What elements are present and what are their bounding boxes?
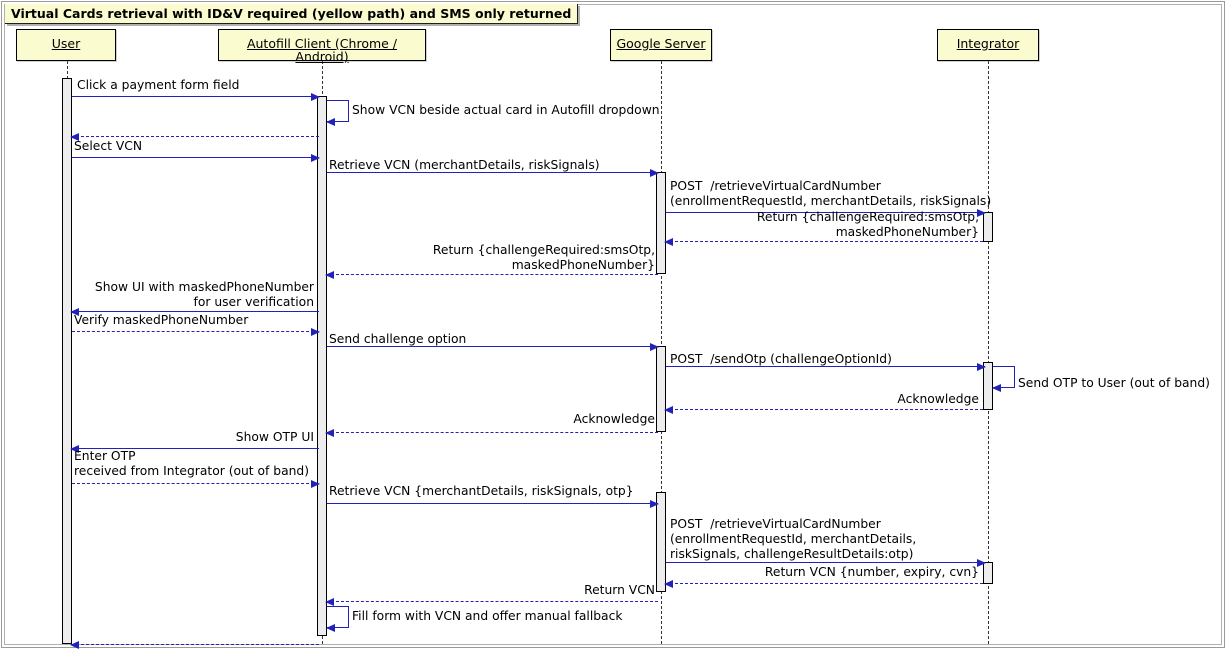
message-m3 — [70, 133, 319, 141]
message-m16 — [70, 445, 319, 453]
participant-google-label: Google Server — [616, 36, 706, 51]
arrowhead-right-icon — [977, 559, 986, 567]
message-m18-label: Retrieve VCN {merchantDetails, riskSigna… — [329, 484, 634, 498]
activation-user — [62, 78, 72, 644]
message-m15 — [325, 429, 658, 437]
message-m6 — [666, 209, 986, 217]
diagram-title: Virtual Cards retrieval with ID&V requir… — [5, 4, 579, 24]
activation-google-2 — [656, 346, 666, 432]
message-m4-label: Select VCN — [74, 139, 143, 153]
participant-integrator-label: Integrator — [956, 36, 1020, 51]
arrowhead-right-icon — [311, 154, 320, 162]
arrowhead-left-icon — [70, 133, 79, 141]
message-m8-label: Return {challengeRequired:smsOtp, masked… — [432, 243, 655, 272]
message-m14-label: Acknowledge — [897, 392, 979, 406]
message-m9 — [70, 308, 319, 316]
arrowhead-left-icon — [325, 598, 334, 606]
message-m12-label: POST /sendOtp (challengeOptionId) — [670, 352, 892, 366]
arrowhead-left-icon — [992, 384, 1001, 392]
participant-google[interactable]: Google Server — [610, 29, 712, 61]
arrowhead-left-icon — [326, 624, 335, 632]
message-m6-label: POST /retrieveVirtualCardNumber (enrollm… — [670, 179, 992, 208]
message-m13-self — [992, 366, 1015, 392]
message-m5-label: Retrieve VCN (merchantDetails, riskSigna… — [329, 158, 600, 172]
activation-google-1 — [656, 172, 666, 274]
message-m19-label: POST /retrieveVirtualCardNumber (enrollm… — [670, 517, 917, 561]
arrowhead-left-icon — [70, 445, 79, 453]
message-m22-self — [326, 606, 349, 632]
activation-integrator-1 — [983, 212, 993, 242]
activation-autofill — [317, 96, 327, 636]
message-m22-label: Fill form with VCN and offer manual fall… — [352, 609, 623, 623]
participant-autofill-label: Autofill Client (Chrome / Android) — [246, 36, 398, 64]
arrowhead-left-icon — [70, 308, 79, 316]
message-m20 — [664, 580, 983, 588]
participant-integrator[interactable]: Integrator — [937, 29, 1039, 61]
arrowhead-left-icon — [325, 429, 334, 437]
message-m11-label: Send challenge option — [329, 332, 467, 346]
arrowhead-left-icon — [664, 406, 673, 414]
message-m5 — [327, 169, 659, 177]
message-m15-label: Acknowledge — [573, 412, 655, 426]
arrowhead-right-icon — [650, 500, 659, 508]
message-m18 — [327, 500, 659, 508]
message-m19 — [666, 559, 986, 567]
arrowhead-right-icon — [650, 169, 659, 177]
arrowhead-right-icon — [311, 328, 320, 336]
message-m7 — [664, 238, 983, 246]
arrowhead-right-icon — [311, 93, 320, 101]
message-m7-label: Return {challengeRequired:smsOtp, masked… — [756, 210, 979, 239]
message-m17-label: Enter OTP received from Integrator (out … — [74, 449, 310, 478]
arrowhead-right-icon — [977, 363, 986, 371]
participant-autofill[interactable]: Autofill Client (Chrome / Android) — [218, 29, 426, 64]
message-m12 — [666, 363, 986, 371]
message-m23 — [70, 641, 319, 649]
message-m17 — [72, 480, 320, 488]
message-m16-label: Show OTP UI — [235, 430, 314, 444]
message-m2-label: Show VCN beside actual card in Autofill … — [352, 103, 660, 117]
message-m14 — [664, 406, 983, 414]
activation-integrator-3 — [983, 562, 993, 584]
arrowhead-right-icon — [311, 480, 320, 488]
arrowhead-left-icon — [664, 238, 673, 246]
arrowhead-left-icon — [326, 118, 335, 126]
message-m21-label: Return VCN — [584, 583, 655, 597]
message-m1-label: Click a payment form field — [77, 78, 240, 92]
arrowhead-right-icon — [650, 343, 659, 351]
message-m9-label: Show UI with maskedPhoneNumber for user … — [94, 280, 314, 309]
arrowhead-left-icon — [70, 641, 79, 649]
message-m1 — [72, 93, 320, 101]
participant-user-label: User — [51, 36, 81, 51]
message-m10-label: Verify maskedPhoneNumber — [74, 313, 249, 327]
activation-google-3 — [656, 492, 666, 592]
message-m2-self — [326, 100, 349, 126]
message-m13-label: Send OTP to User (out of band) — [1018, 376, 1210, 390]
message-m4 — [72, 154, 320, 162]
message-m20-label: Return VCN {number, expiry, cvn} — [764, 565, 979, 579]
lifeline-integrator — [988, 61, 989, 644]
message-m10 — [72, 328, 320, 336]
participant-user[interactable]: User — [16, 29, 116, 61]
arrowhead-left-icon — [664, 580, 673, 588]
message-m8 — [325, 271, 658, 279]
message-m11 — [327, 343, 659, 351]
arrowhead-right-icon — [977, 209, 986, 217]
arrowhead-left-icon — [325, 271, 334, 279]
message-m21 — [325, 598, 658, 606]
